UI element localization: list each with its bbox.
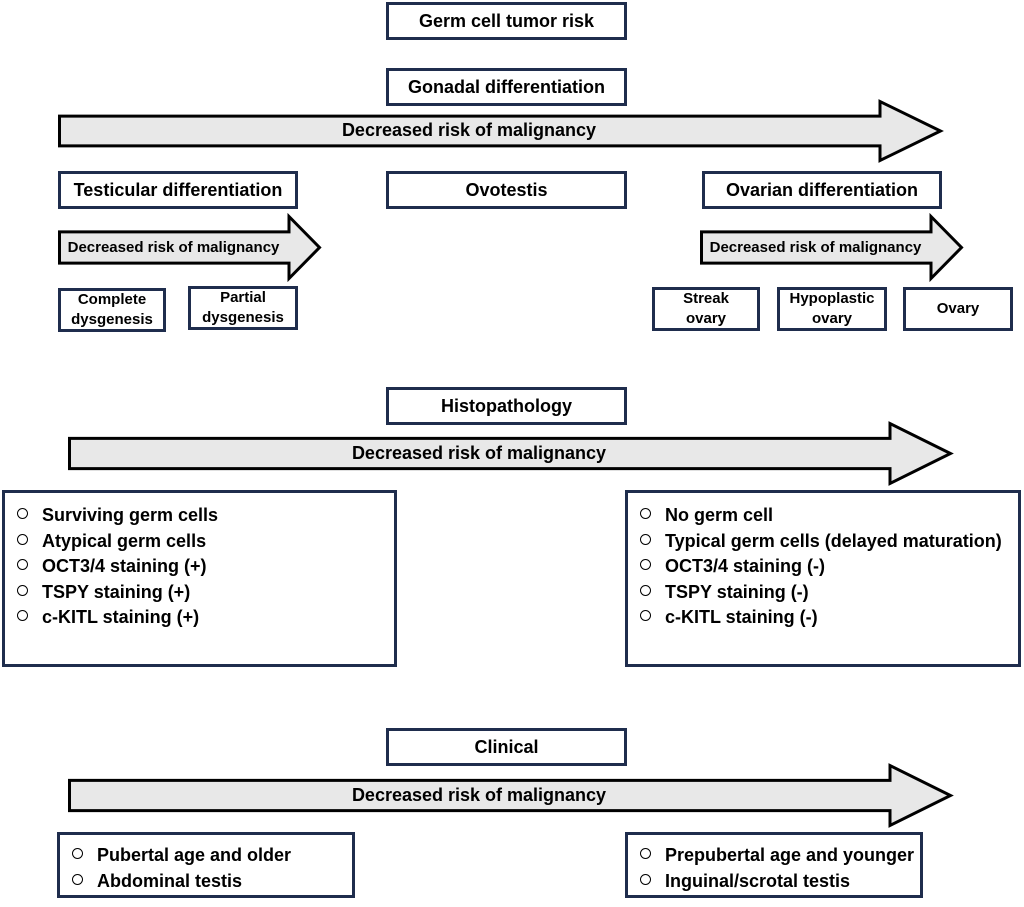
clinical-arrow: Decreased risk of malignancy xyxy=(68,763,954,828)
list-item: c-KITL staining (+) xyxy=(17,605,394,631)
clinical-heading: Clinical xyxy=(474,736,539,757)
list-item: No germ cell xyxy=(640,503,1018,529)
partial-dysgenesis-box: Partial dysgenesis xyxy=(188,286,298,330)
partial-dysgenesis-line1: Partial xyxy=(220,289,266,306)
ovary-label: Ovary xyxy=(936,300,980,317)
histopathology-heading-box: Histopathology xyxy=(386,387,627,425)
arrow-shape xyxy=(68,421,954,486)
arrow-body xyxy=(68,421,954,486)
gonadal-arrow: Decreased risk of malignancy xyxy=(58,99,944,163)
bullet-icon xyxy=(17,533,28,545)
testicular-arrow: Decreased risk of malignancy xyxy=(58,212,322,283)
page-title: Germ cell tumor risk xyxy=(418,10,595,31)
clinical-high-risk-list: Pubertal age and older Abdominal testis xyxy=(57,832,355,898)
histopathology-low-risk-list: No germ cell Typical germ cells (delayed… xyxy=(625,490,1021,667)
partial-dysgenesis-line2: dysgenesis xyxy=(202,309,284,326)
ovotestis-box: Ovotestis xyxy=(386,171,627,209)
complete-dysgenesis-box: Complete dysgenesis xyxy=(58,288,166,332)
clinical-heading-box: Clinical xyxy=(386,728,627,766)
bullet-icon xyxy=(72,848,83,859)
arrow-body xyxy=(68,763,954,828)
ovarian-label: Ovarian differentiation xyxy=(725,179,919,200)
list-item: Pubertal age and older xyxy=(72,843,352,869)
gonadal-arrow-label: Decreased risk of malignancy xyxy=(341,120,597,141)
complete-dysgenesis-line2: dysgenesis xyxy=(71,311,153,328)
list-item: Inguinal/scrotal testis xyxy=(640,869,920,895)
gonadal-heading-box: Gonadal differentiation xyxy=(386,68,627,106)
histopathology-heading: Histopathology xyxy=(441,395,572,416)
bullet-icon xyxy=(640,559,651,570)
histopathology-arrow: Decreased risk of malignancy xyxy=(68,421,954,486)
list-item: Abdominal testis xyxy=(72,869,352,895)
arrow-body xyxy=(700,212,964,283)
bullet-icon xyxy=(640,610,651,621)
bullet-icon xyxy=(640,584,651,596)
list-item: OCT3/4 staining (-) xyxy=(640,554,1018,580)
bullet-icon xyxy=(17,559,28,570)
streak-ovary-line1: Streak xyxy=(683,290,729,307)
histopathology-high-risk-list: Surviving germ cells Atypical germ cells… xyxy=(2,490,397,667)
arrow-shape xyxy=(58,212,322,283)
arrow-body xyxy=(58,212,322,283)
bullet-icon xyxy=(72,873,83,885)
title-box: Germ cell tumor risk xyxy=(386,2,627,40)
bullet-icon xyxy=(640,508,651,519)
clinical-low-risk-list: Prepubertal age and younger Inguinal/scr… xyxy=(625,832,923,898)
ovarian-box: Ovarian differentiation xyxy=(702,171,942,209)
streak-ovary-box: Streak ovary xyxy=(652,287,760,331)
list-item: TSPY staining (-) xyxy=(640,580,1018,606)
ovarian-arrow-label: Decreased risk of malignancy xyxy=(709,238,922,256)
gonadal-heading: Gonadal differentiation xyxy=(407,76,605,97)
streak-ovary-line2: ovary xyxy=(685,310,727,327)
list-item: OCT3/4 staining (+) xyxy=(17,554,394,580)
bullet-icon xyxy=(17,508,28,519)
bullet-icon xyxy=(640,848,651,859)
bullet-icon xyxy=(640,533,651,545)
bullet-icon xyxy=(640,873,651,885)
arrow-shape xyxy=(68,763,954,828)
histopathology-arrow-label: Decreased risk of malignancy xyxy=(351,442,607,463)
testicular-box: Testicular differentiation xyxy=(58,171,298,209)
ovotestis-label: Ovotestis xyxy=(465,179,548,200)
clinical-arrow-label: Decreased risk of malignancy xyxy=(351,784,607,805)
bullet-icon xyxy=(17,610,28,621)
ovarian-arrow: Decreased risk of malignancy xyxy=(700,212,964,283)
hypoplastic-ovary-line2: ovary xyxy=(811,310,853,327)
list-item: Typical germ cells (delayed maturation) xyxy=(640,529,1018,555)
arrow-body xyxy=(58,99,944,163)
list-item: Surviving germ cells xyxy=(17,503,394,529)
list-item: c-KITL staining (-) xyxy=(640,605,1018,631)
list-item: Prepubertal age and younger xyxy=(640,843,920,869)
hypoplastic-ovary-box: Hypoplastic ovary xyxy=(777,287,887,331)
complete-dysgenesis-line1: Complete xyxy=(77,291,147,308)
arrow-shape xyxy=(700,212,964,283)
ovary-box: Ovary xyxy=(903,287,1013,331)
list-item: TSPY staining (+) xyxy=(17,580,394,606)
list-item: Atypical germ cells xyxy=(17,529,394,555)
bullet-icon xyxy=(17,584,28,596)
testicular-arrow-label: Decreased risk of malignancy xyxy=(67,238,280,256)
hypoplastic-ovary-line1: Hypoplastic xyxy=(789,290,875,307)
testicular-label: Testicular differentiation xyxy=(73,179,283,200)
arrow-shape xyxy=(58,99,944,163)
